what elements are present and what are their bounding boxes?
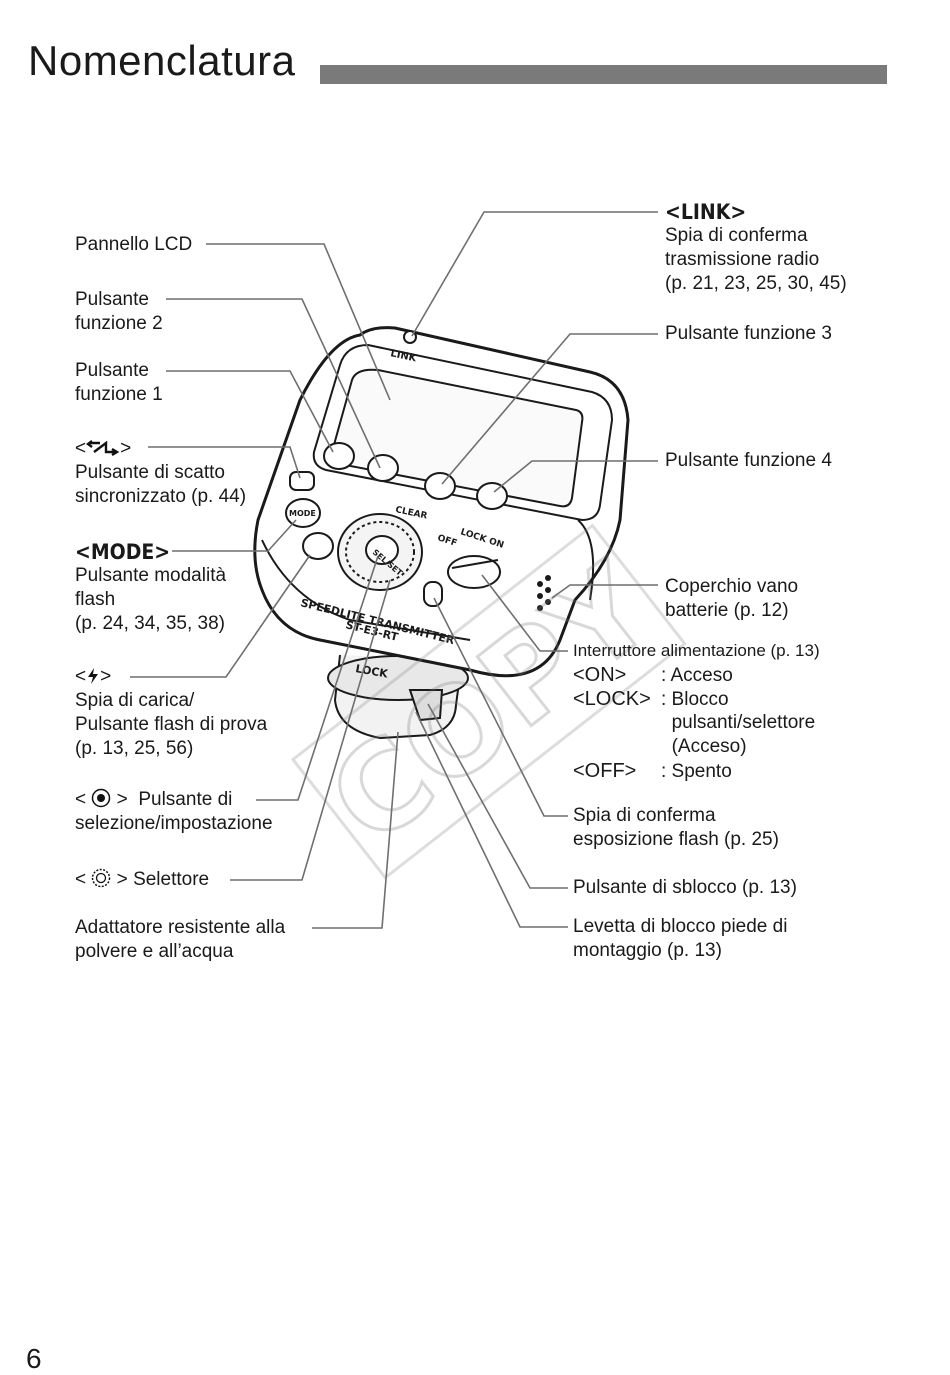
label-foot-lock-lever: Levetta di blocco piede di montaggio (p.… — [573, 916, 788, 961]
label-battery-cover: Coperchio vano batterie (p. 12) — [665, 576, 799, 621]
label-select-button: < > Pulsante di selezione/impostazione — [75, 788, 273, 834]
label-function-1: Pulsante funzione 1 — [75, 360, 163, 405]
sync-button — [289, 471, 315, 491]
charge-lamp — [302, 532, 334, 560]
flash-icon — [88, 668, 99, 684]
label-dial: < > Selettore — [75, 868, 210, 890]
label-adapter: Adattatore resistente alla polvere e all… — [75, 917, 286, 962]
label-link-lamp: <LINK> Spia di conferma trasmissione rad… — [665, 200, 847, 294]
label-exposure-lamp: Spia di conferma esposizione flash (p. 2… — [573, 805, 779, 850]
label-sync-button: <> Pulsante di scatto sincronizzato (p. … — [75, 438, 247, 507]
release-button — [408, 689, 444, 722]
function-button-4 — [476, 482, 508, 510]
label-release-button: Pulsante di sblocco (p. 13) — [573, 877, 797, 898]
page-number: 6 — [26, 1343, 42, 1374]
label-power-switch: Interruttore alimentazione (p. 13) <ON>:… — [573, 641, 820, 782]
label-function-2: Pulsante funzione 2 — [75, 289, 163, 334]
label-lcd-panel: Pannello LCD — [75, 234, 193, 255]
set-button — [365, 535, 399, 565]
page-title: Nomenclatura — [28, 37, 296, 84]
exposure-lamp — [423, 581, 443, 607]
dial-icon — [92, 868, 111, 888]
sync-icon — [86, 440, 120, 457]
power-switch — [447, 555, 501, 589]
function-button-3 — [424, 472, 456, 500]
set-button-icon — [92, 788, 111, 808]
device-lock-text: LOCK — [354, 662, 389, 681]
mode-button — [285, 498, 321, 528]
label-function-3: Pulsante funzione 3 — [665, 323, 832, 344]
label-mode-button: <MODE> Pulsante modalità flash (p. 24, 3… — [75, 540, 227, 634]
battery-cover-grille — [537, 575, 551, 611]
function-button-2 — [367, 454, 399, 482]
label-function-4: Pulsante funzione 4 — [665, 450, 832, 471]
label-charge-lamp: <> Spia di carica/ Pulsante flash di pro… — [75, 666, 268, 759]
device-mode-text: MODE — [289, 509, 316, 518]
title-rule — [320, 65, 887, 84]
